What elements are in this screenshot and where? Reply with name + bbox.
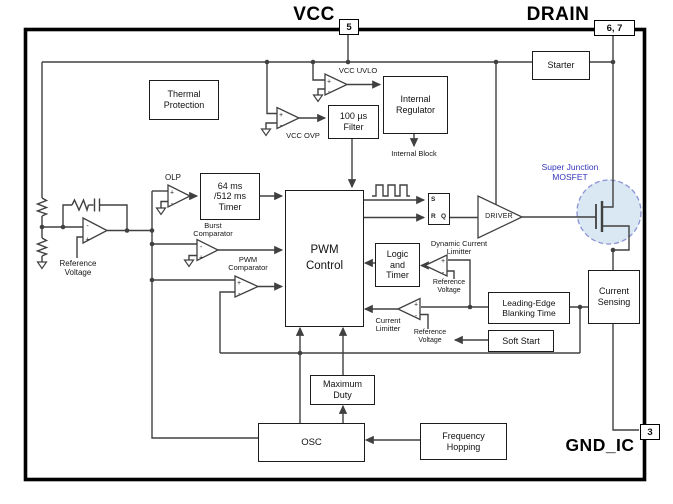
svg-text:-: - xyxy=(328,89,331,96)
comparators xyxy=(82,72,524,321)
block-current-sensing: Current Sensing xyxy=(588,270,640,324)
block-100us-filter: 100 µs Filter xyxy=(328,105,379,139)
block-maximum-duty: Maximum Duty xyxy=(310,375,375,405)
current-limiter-comparator-symbol xyxy=(396,297,421,321)
label-super-junction-mosfet: Super Junction MOSFET xyxy=(541,162,599,182)
polarity-marks: - + + - - + + - + - + - + - + - xyxy=(85,79,445,321)
error-amp-symbol xyxy=(82,216,109,245)
block-thermal-protection: Thermal Protection xyxy=(149,80,219,120)
label-vcc-uvlo: VCC UVLO xyxy=(338,65,378,75)
ground-icon xyxy=(312,94,324,103)
svg-text:-: - xyxy=(442,270,445,277)
block-pwm-control: PWM Control xyxy=(285,190,364,327)
svg-text:-: - xyxy=(238,291,241,298)
block-starter: Starter xyxy=(532,51,590,80)
block-leading-edge-blanking: Leading-Edge Blanking Time xyxy=(488,292,570,324)
block-logic-and-timer: Logic and Timer xyxy=(375,243,420,287)
label-reference-voltage-cl: Reference Voltage xyxy=(413,328,447,344)
ic-boundary xyxy=(23,27,647,482)
pin-drain: 6, 7 xyxy=(594,20,635,36)
drain-label: DRAIN xyxy=(526,3,590,25)
olp-comparator-symbol xyxy=(167,183,192,209)
dynamic-limiter-comparator-symbol xyxy=(423,253,448,278)
svg-text:+: + xyxy=(170,190,174,197)
block-frequency-hopping: Frequency Hopping xyxy=(420,423,507,460)
block-osc: OSC xyxy=(258,423,365,462)
block-timer: 64 ms /512 ms Timer xyxy=(200,173,260,220)
sr-latch xyxy=(428,193,450,225)
block-internal-regulator: Internal Regulator xyxy=(383,76,448,134)
latch-q-label: Q xyxy=(441,213,447,220)
svg-text:-: - xyxy=(200,244,203,251)
mosfet-highlight-circle xyxy=(576,179,642,245)
pwm-comparator-symbol xyxy=(234,274,260,299)
ground-icon xyxy=(183,259,195,268)
vcc-label: VCC xyxy=(293,3,335,25)
label-pwm-comparator: PWM Comparator xyxy=(228,254,268,272)
svg-text:+: + xyxy=(327,79,331,86)
ground-icon xyxy=(155,207,167,216)
label-dynamic-current-limiter: Dynamic Current Limitter xyxy=(430,238,488,256)
latch-r-label: R xyxy=(431,213,436,220)
label-vcc-ovp: VCC OVP xyxy=(286,130,320,140)
mosfet-symbol xyxy=(595,33,630,270)
block-soft-start: Soft Start xyxy=(488,330,554,352)
svg-text:+: + xyxy=(85,237,89,244)
svg-text:+: + xyxy=(199,255,203,262)
svg-text:+: + xyxy=(279,112,283,119)
svg-text:+: + xyxy=(441,258,445,265)
label-reference-voltage-dyn: Reference Voltage xyxy=(432,278,466,294)
svg-text:+: + xyxy=(414,302,418,309)
ground-symbols xyxy=(36,94,324,270)
latch-s-label: S xyxy=(431,196,436,203)
ground-icon xyxy=(260,128,272,137)
vcc-uvlo-comparator-symbol xyxy=(324,72,349,97)
label-current-limiter: Current Limitter xyxy=(375,315,401,333)
svg-text:-: - xyxy=(280,123,283,130)
pin-vcc: 5 xyxy=(339,19,359,35)
junction-dots xyxy=(39,59,616,356)
svg-text:-: - xyxy=(86,223,89,230)
pulse-waveform-icon xyxy=(372,184,410,197)
driver-symbol xyxy=(477,194,524,240)
resistor-icon xyxy=(35,197,49,217)
vcc-ovp-comparator-symbol xyxy=(276,106,301,130)
wires xyxy=(35,33,639,445)
label-reference-voltage-fb: Reference Voltage xyxy=(59,259,97,277)
resistor-icon xyxy=(35,237,49,257)
svg-text:-: - xyxy=(171,201,174,208)
ground-icon xyxy=(36,261,48,270)
resistor-icon xyxy=(71,198,90,213)
driver-label: DRIVER xyxy=(485,213,513,221)
burst-comparator-symbol xyxy=(196,238,220,262)
label-internal-block: Internal Block xyxy=(391,149,437,159)
label-olp: OLP xyxy=(164,172,181,182)
pin-gnd: 3 xyxy=(640,424,660,440)
label-burst-comparator: Burst Comparator xyxy=(193,220,233,238)
svg-text:-: - xyxy=(415,313,418,320)
svg-text:+: + xyxy=(237,280,241,287)
gnd-ic-label: GND_IC xyxy=(565,434,635,455)
